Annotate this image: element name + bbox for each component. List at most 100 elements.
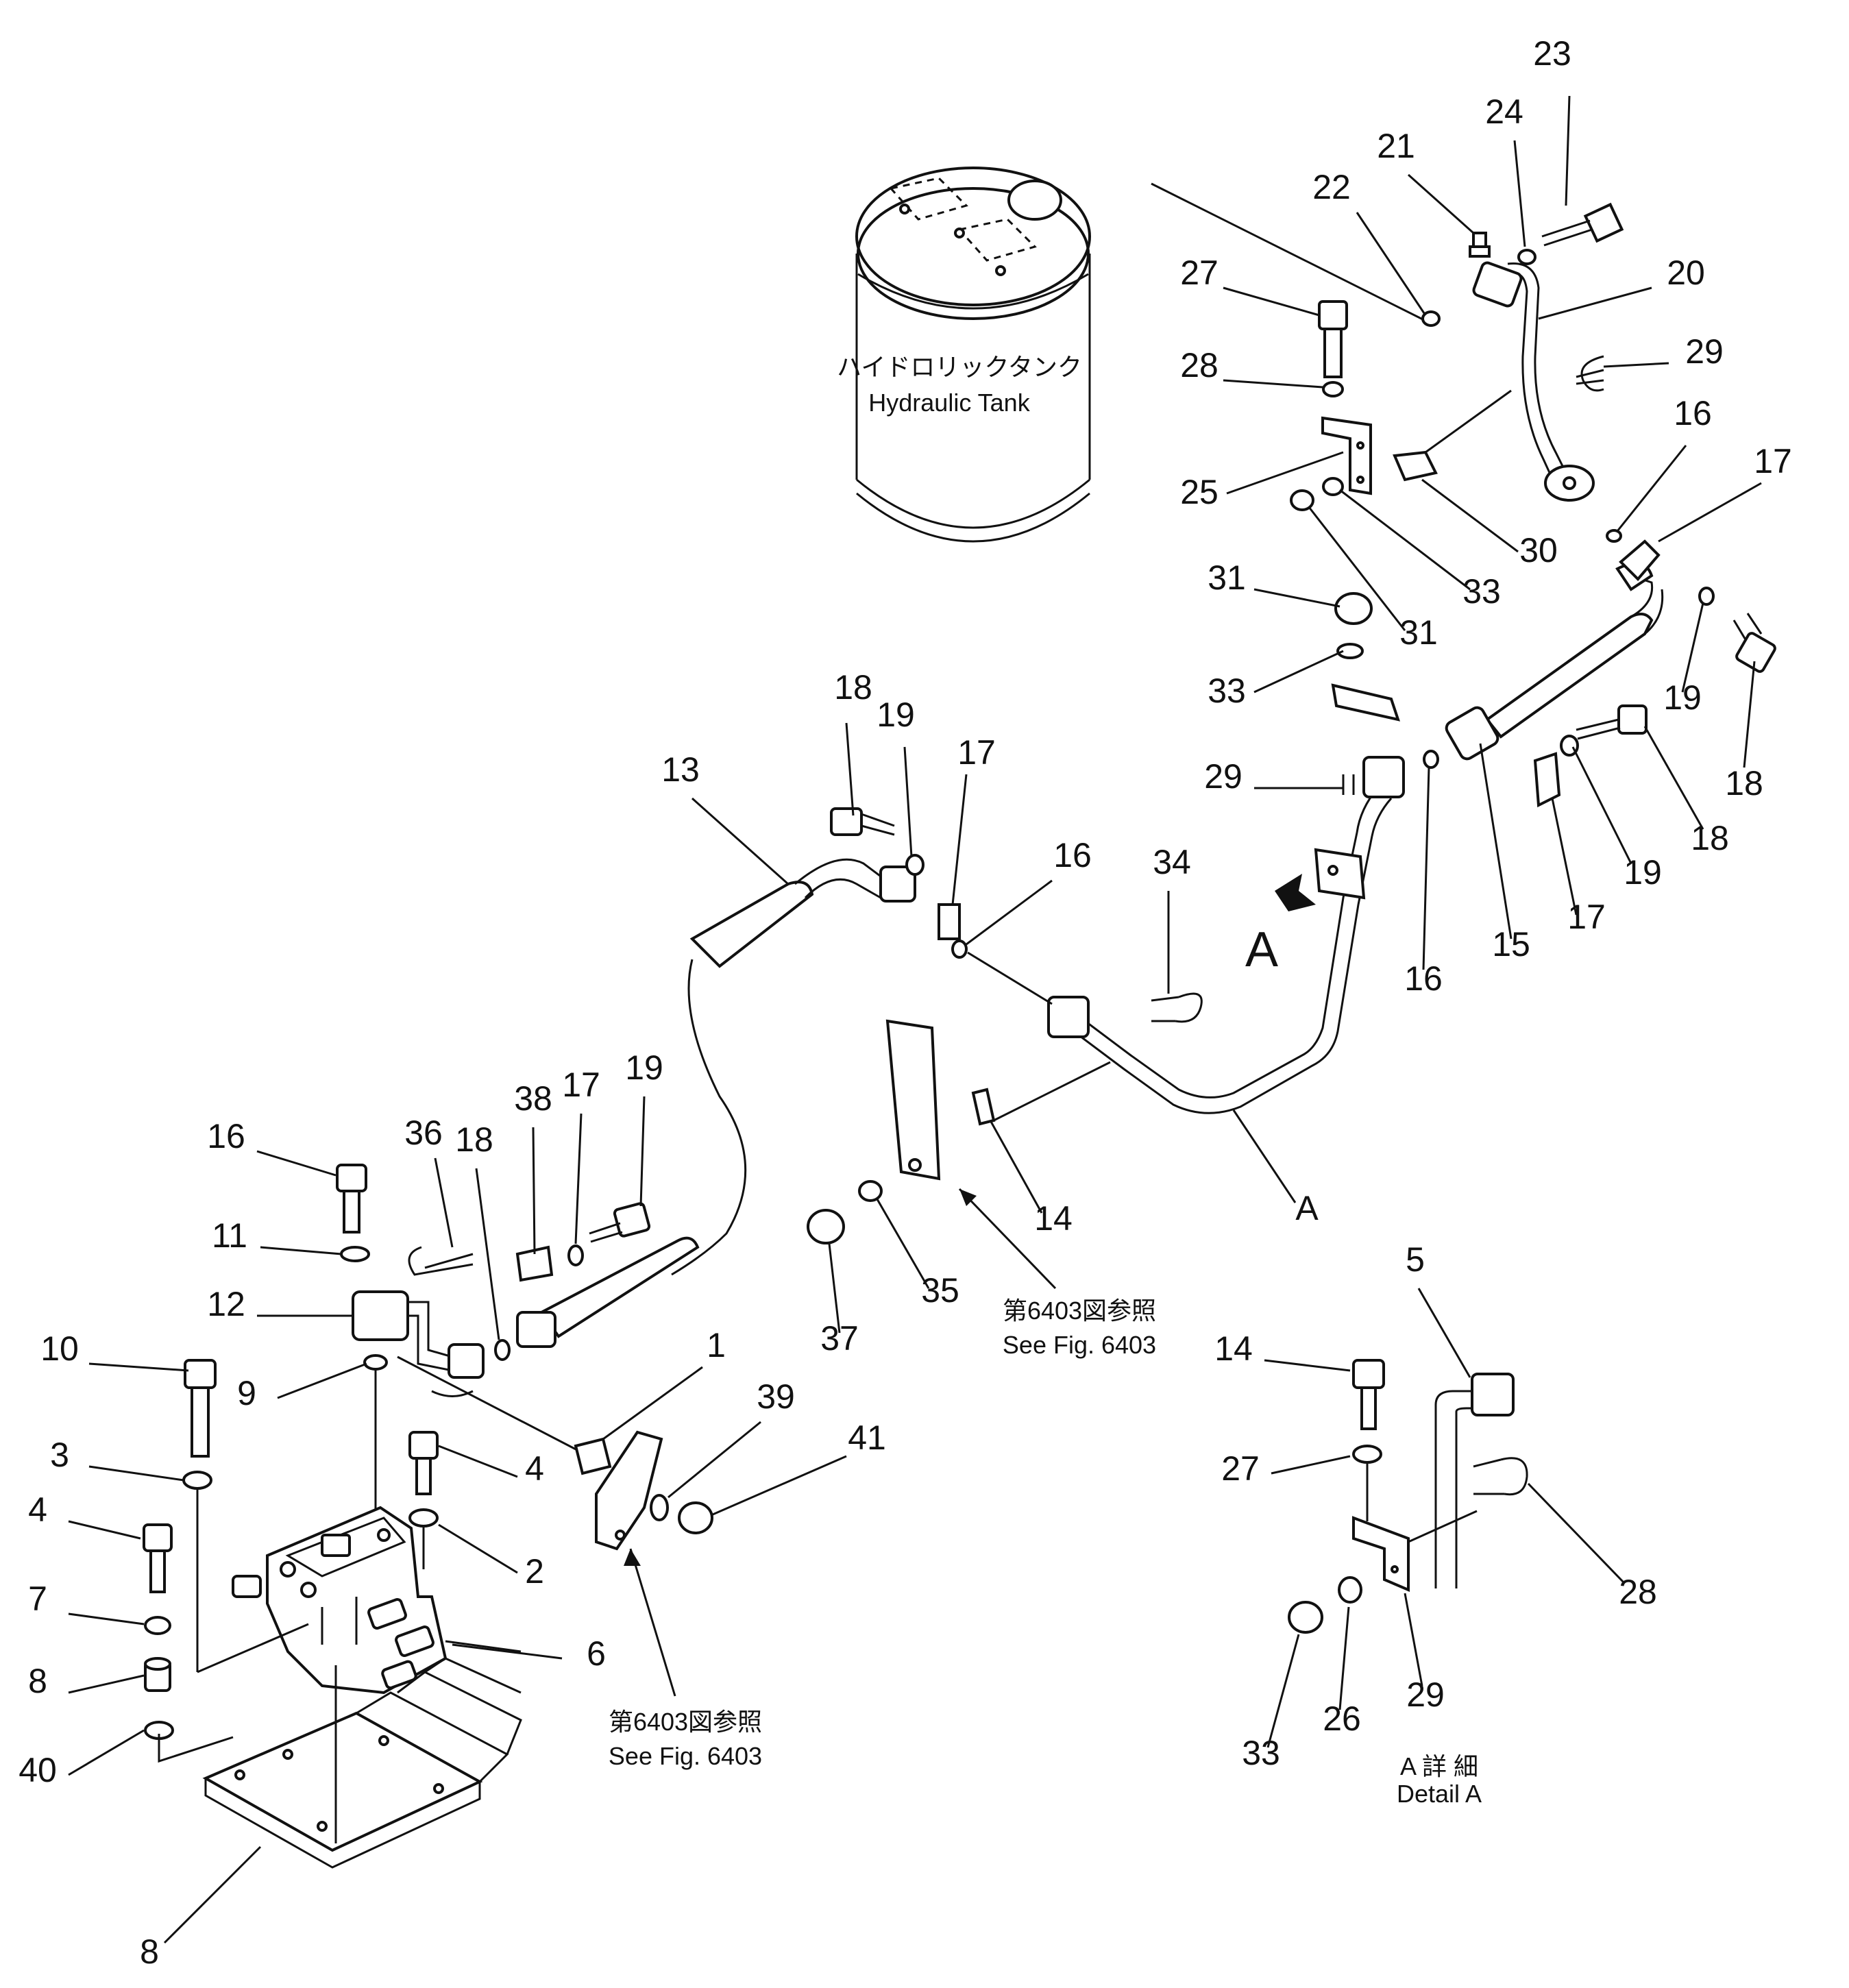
reference-fig-6403-center: 第6403図参照 See Fig. 6403: [958, 1188, 1156, 1359]
callout-number: 11: [212, 1216, 247, 1255]
hydraulic-tank: ハイドロリックタンク Hydraulic Tank: [837, 167, 1091, 543]
washer-19-upper-mid: [905, 854, 924, 876]
callout-leader: [1538, 286, 1652, 320]
callout-1-leader: [445, 1640, 522, 1653]
bracket-6403-center: [885, 1019, 941, 1181]
callout-leader: [256, 1150, 336, 1177]
washer-19-lower: [567, 1244, 584, 1266]
callout-leader: [966, 879, 1053, 946]
ubolt-29-upper: [1576, 355, 1604, 392]
callout-number: 36: [404, 1114, 443, 1152]
callout-number: 37: [820, 1319, 859, 1358]
callout-number: 7: [28, 1580, 47, 1618]
valve-mount-leader: [197, 1623, 309, 1673]
bracket-on-pipe-14: [1314, 848, 1366, 900]
callout-leader: [1417, 1288, 1471, 1378]
callout-leader: [1513, 140, 1526, 247]
tank-port-leader: [1151, 182, 1426, 322]
hose-13-lower: [516, 1236, 700, 1348]
elbow-9: [352, 1290, 485, 1379]
callout-number: 14: [1214, 1329, 1253, 1368]
ubolt-29-mid: [1342, 774, 1355, 795]
callout-number: 4: [525, 1449, 544, 1488]
oring-16-center: [951, 940, 968, 959]
callout-number: 16: [1053, 836, 1092, 874]
bracket-25: [1321, 416, 1372, 495]
callout-number: 18: [1691, 819, 1729, 857]
flange-20-top: [1472, 261, 1523, 308]
nut-31-mid: [1334, 592, 1373, 625]
callout-number: 27: [1180, 254, 1219, 292]
callout-leader: [1404, 1593, 1423, 1686]
washer-24: [1517, 249, 1536, 265]
callout-number: 23: [1533, 34, 1571, 73]
callout-leader: [163, 1845, 262, 1944]
callout-number: 22: [1312, 168, 1351, 206]
detail-a-caption-en: Detail A: [1397, 1780, 1482, 1808]
bolt-18-right-a: [1732, 613, 1776, 673]
arrow-a-icon: [1275, 874, 1316, 911]
callout-number: 17: [1567, 898, 1606, 936]
callout-leader: [88, 1362, 189, 1372]
callout-leader: [1232, 1109, 1297, 1203]
callout-leader: [876, 1199, 930, 1289]
washer-8-upper: [144, 1616, 171, 1635]
callout-leader: [1603, 362, 1669, 368]
callout-number: 19: [1663, 678, 1702, 717]
callout-number: 28: [1619, 1573, 1657, 1611]
callout-leader: [1253, 650, 1344, 694]
callout-leader: [452, 1643, 563, 1660]
callout-leader: [574, 1113, 583, 1244]
bolt-27-upper: [1318, 300, 1348, 378]
nut-36: [807, 1209, 845, 1244]
detail-a-bracket-26: [1352, 1516, 1410, 1593]
bolt-3: [184, 1359, 217, 1458]
callout-leader: [277, 1362, 367, 1399]
callout-leader: [1527, 1482, 1626, 1584]
flange-hose-lower: [516, 1311, 556, 1348]
clamp-30: [1393, 450, 1438, 482]
flange-17-upper-mid: [938, 903, 961, 940]
callout-number: 31: [1208, 559, 1246, 597]
callout-leader: [1223, 286, 1320, 317]
callout-leader: [1339, 489, 1471, 591]
callout-leader: [1226, 451, 1344, 495]
oring-16-leader: [967, 951, 1053, 1005]
detail-a-pipe-14: [1434, 1373, 1515, 1588]
washer-28-upper: [1322, 381, 1344, 397]
callout-number: 18: [1725, 764, 1763, 802]
callout-leader: [1658, 482, 1762, 543]
callout-leader: [1407, 173, 1475, 234]
callout-number: 26: [1323, 1699, 1361, 1738]
callout-leader: [1422, 767, 1430, 970]
elbow-9-leader: [397, 1355, 583, 1454]
hose-13: [671, 858, 916, 1276]
callout-number: 5: [1406, 1240, 1425, 1279]
callout-leader: [602, 1366, 703, 1440]
callout-number: A: [1295, 1189, 1319, 1227]
callout-number: 27: [1221, 1449, 1260, 1488]
callout-leader: [1743, 661, 1756, 768]
callout-number: 29: [1685, 332, 1724, 371]
nut-40: [678, 1501, 713, 1534]
callout-number: 31: [1399, 613, 1438, 652]
hose-15: [1445, 562, 1664, 761]
callout-number: 16: [207, 1117, 245, 1155]
detail-a-clamp-leader: [1408, 1510, 1478, 1543]
callout-leader: [639, 1096, 646, 1207]
flange-14-top: [1362, 756, 1405, 798]
bracket-6403-lower: [595, 1430, 663, 1551]
callout-number: 28: [1180, 346, 1219, 384]
callout-leader: [668, 1421, 761, 1499]
callout-leader: [1551, 798, 1578, 916]
callout-number: 2: [525, 1552, 544, 1591]
callout-leader: [1308, 506, 1406, 631]
callout-leader: [68, 1729, 145, 1776]
callout-number: 29: [1204, 757, 1242, 796]
callout-number: 6: [587, 1634, 606, 1673]
callout-number: 1: [707, 1326, 726, 1364]
washer-12: [340, 1246, 370, 1262]
callout-number: 19: [877, 696, 915, 734]
callout-number: 40: [19, 1751, 57, 1789]
